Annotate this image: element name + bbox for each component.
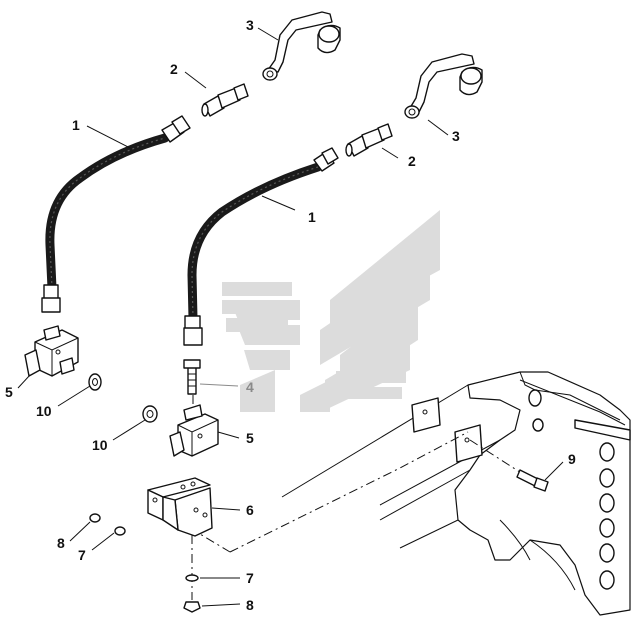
callout-6: 6: [246, 502, 254, 518]
hose-fitting-upper: [201, 83, 249, 117]
sealing-washer-left-hole: [92, 378, 98, 386]
callout-10-left: 10: [36, 403, 52, 419]
callout-3-lower: 3: [452, 128, 460, 144]
sealing-washer-right-hole: [146, 410, 154, 418]
frame-bolt: [516, 469, 549, 492]
hose-clamp-bracket-upper: [262, 11, 341, 81]
callout-2-lower: 2: [408, 153, 416, 169]
mounting-bracket: [147, 477, 213, 537]
hose-clamp-bracket-lower: [404, 53, 483, 119]
flat-washer-left: [114, 526, 126, 536]
callout-7-left: 7: [78, 547, 86, 563]
watermark-logo-icon: [222, 210, 440, 412]
callout-8-left: 8: [57, 535, 65, 551]
callout-2-upper: 2: [170, 61, 178, 77]
chassis-frame: [281, 371, 631, 616]
tee-fitting-left: [24, 325, 79, 377]
callout-leaders: [17, 27, 564, 607]
bolt-9-centerline: [469, 439, 541, 486]
callout-4: 4: [246, 379, 254, 395]
sealing-washer-left: [88, 373, 102, 391]
mounting-bolt: [183, 359, 201, 395]
lock-nut-lower: [183, 601, 201, 613]
callout-10-right: 10: [92, 437, 108, 453]
tee-fitting-right: [169, 404, 219, 457]
sealing-washer-right: [142, 405, 158, 423]
callout-labels: 1 1 2 2 3 3 4 5 5 6 7 7 8 8 9 10 10: [5, 17, 576, 613]
hydraulic-hose-left: [41, 115, 191, 313]
callout-5-left: 5: [5, 384, 13, 400]
callout-9: 9: [568, 451, 576, 467]
hydraulic-hose-right: [183, 147, 339, 346]
lock-nut-left: [89, 513, 101, 523]
callout-3-upper: 3: [246, 17, 254, 33]
mounting-centerline: [229, 431, 469, 553]
callout-7-right: 7: [246, 570, 254, 586]
callout-8-right: 8: [246, 597, 254, 613]
callout-1-upper: 1: [72, 117, 80, 133]
callout-1-lower: 1: [308, 209, 316, 225]
callout-5-right: 5: [246, 430, 254, 446]
flat-washer-lower: [185, 574, 199, 582]
hose-fitting-lower: [345, 123, 393, 157]
